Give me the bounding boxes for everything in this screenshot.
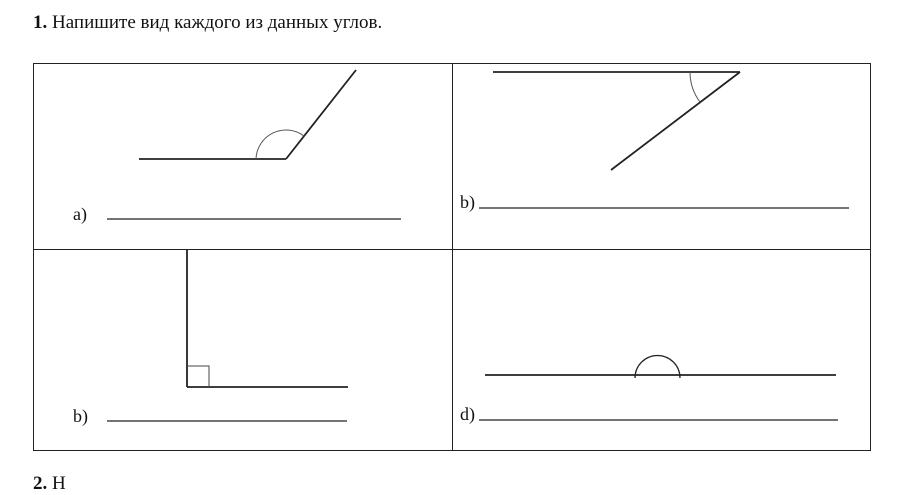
task-heading: 1. Напишите вид каждого из данных углов. (33, 12, 382, 34)
cell-label-b-bottom: b) (73, 406, 88, 426)
obtuse-angle-figure (139, 69, 357, 160)
next-task-number: 2. (33, 473, 48, 494)
acute-angle-figure (493, 71, 741, 171)
angles-table (33, 63, 871, 451)
next-task-heading: 2. Н (33, 473, 66, 495)
task-number: 1. (33, 12, 48, 33)
next-task-text: Н (52, 473, 66, 494)
angle-figures (107, 69, 849, 422)
straight-angle-figure (485, 354, 836, 379)
task-text: Напишите вид каждого из данных углов. (52, 12, 383, 33)
cell-label-d: d) (460, 404, 475, 424)
table-vertical-divider (452, 64, 453, 450)
cell-label-b-top: b) (460, 192, 475, 212)
cell-label-a: a) (73, 204, 87, 224)
table-horizontal-divider (34, 249, 870, 250)
right-angle-figure (186, 250, 348, 388)
